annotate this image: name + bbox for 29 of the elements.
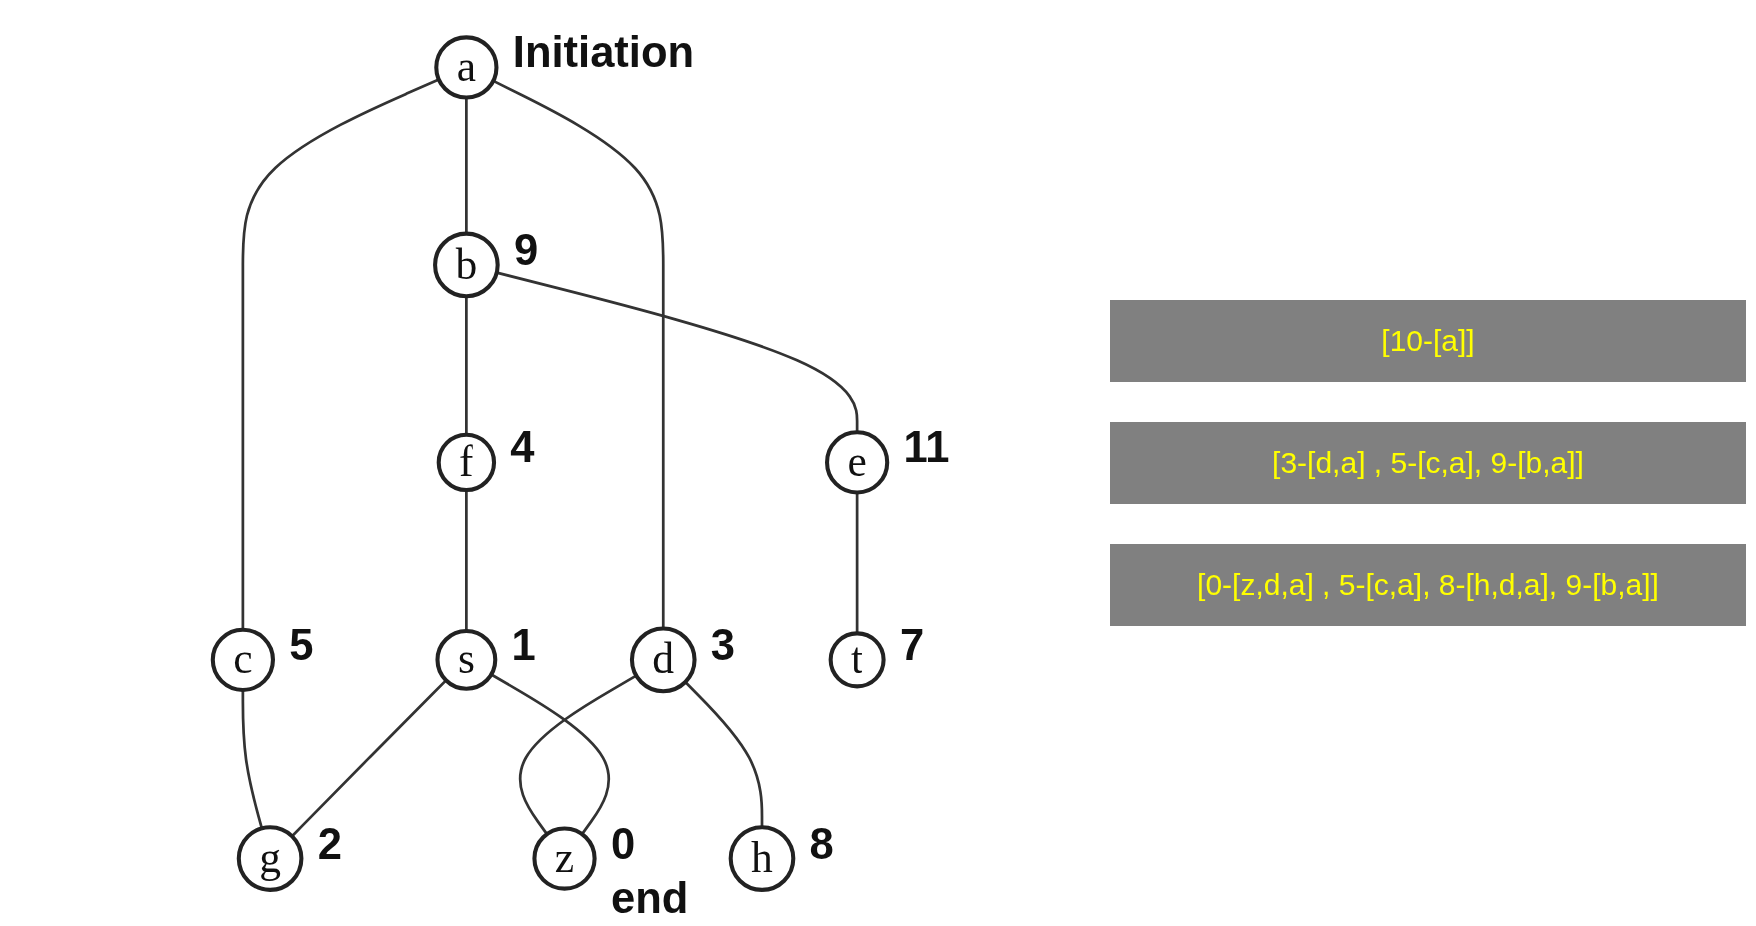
node-circle: f: [436, 432, 497, 493]
node-circle: c: [210, 627, 275, 692]
node-circle: g: [236, 825, 304, 892]
node-annotation: 0: [610, 819, 636, 868]
node-circle: b: [433, 231, 500, 299]
node-circle: z: [532, 826, 597, 891]
node-annotation: 3: [710, 620, 736, 669]
node-circle: t: [828, 631, 886, 689]
path-list-note: [3-[d,a] , 5-[c,a], 9-[b,a]]: [1110, 422, 1746, 504]
node-circle: h: [728, 825, 796, 892]
connector: [490, 673, 611, 835]
node-annotation: Initiation: [512, 28, 695, 77]
path-list-note: [10-[a]]: [1110, 300, 1746, 382]
node-circle: s: [435, 628, 498, 691]
path-list-note: [0-[z,d,a] , 5-[c,a], 8-[h,d,a], 9-[b,a]]: [1110, 544, 1746, 626]
node-annotation: 2: [317, 819, 342, 868]
node-circle: e: [825, 430, 890, 495]
node-annotation: 1: [511, 620, 536, 669]
node-circle: a: [434, 35, 499, 100]
connector: [465, 490, 468, 631]
connector: [291, 679, 447, 838]
node-annotation: 9: [514, 225, 539, 274]
node-annotation: 8: [809, 819, 834, 868]
node-circle: d: [629, 626, 697, 694]
node-annotation: 5: [289, 620, 314, 669]
node-annotation: 4: [510, 423, 535, 472]
node-annotation: 11: [903, 423, 950, 472]
node-annotation: 7: [899, 620, 925, 669]
connector: [518, 674, 637, 835]
